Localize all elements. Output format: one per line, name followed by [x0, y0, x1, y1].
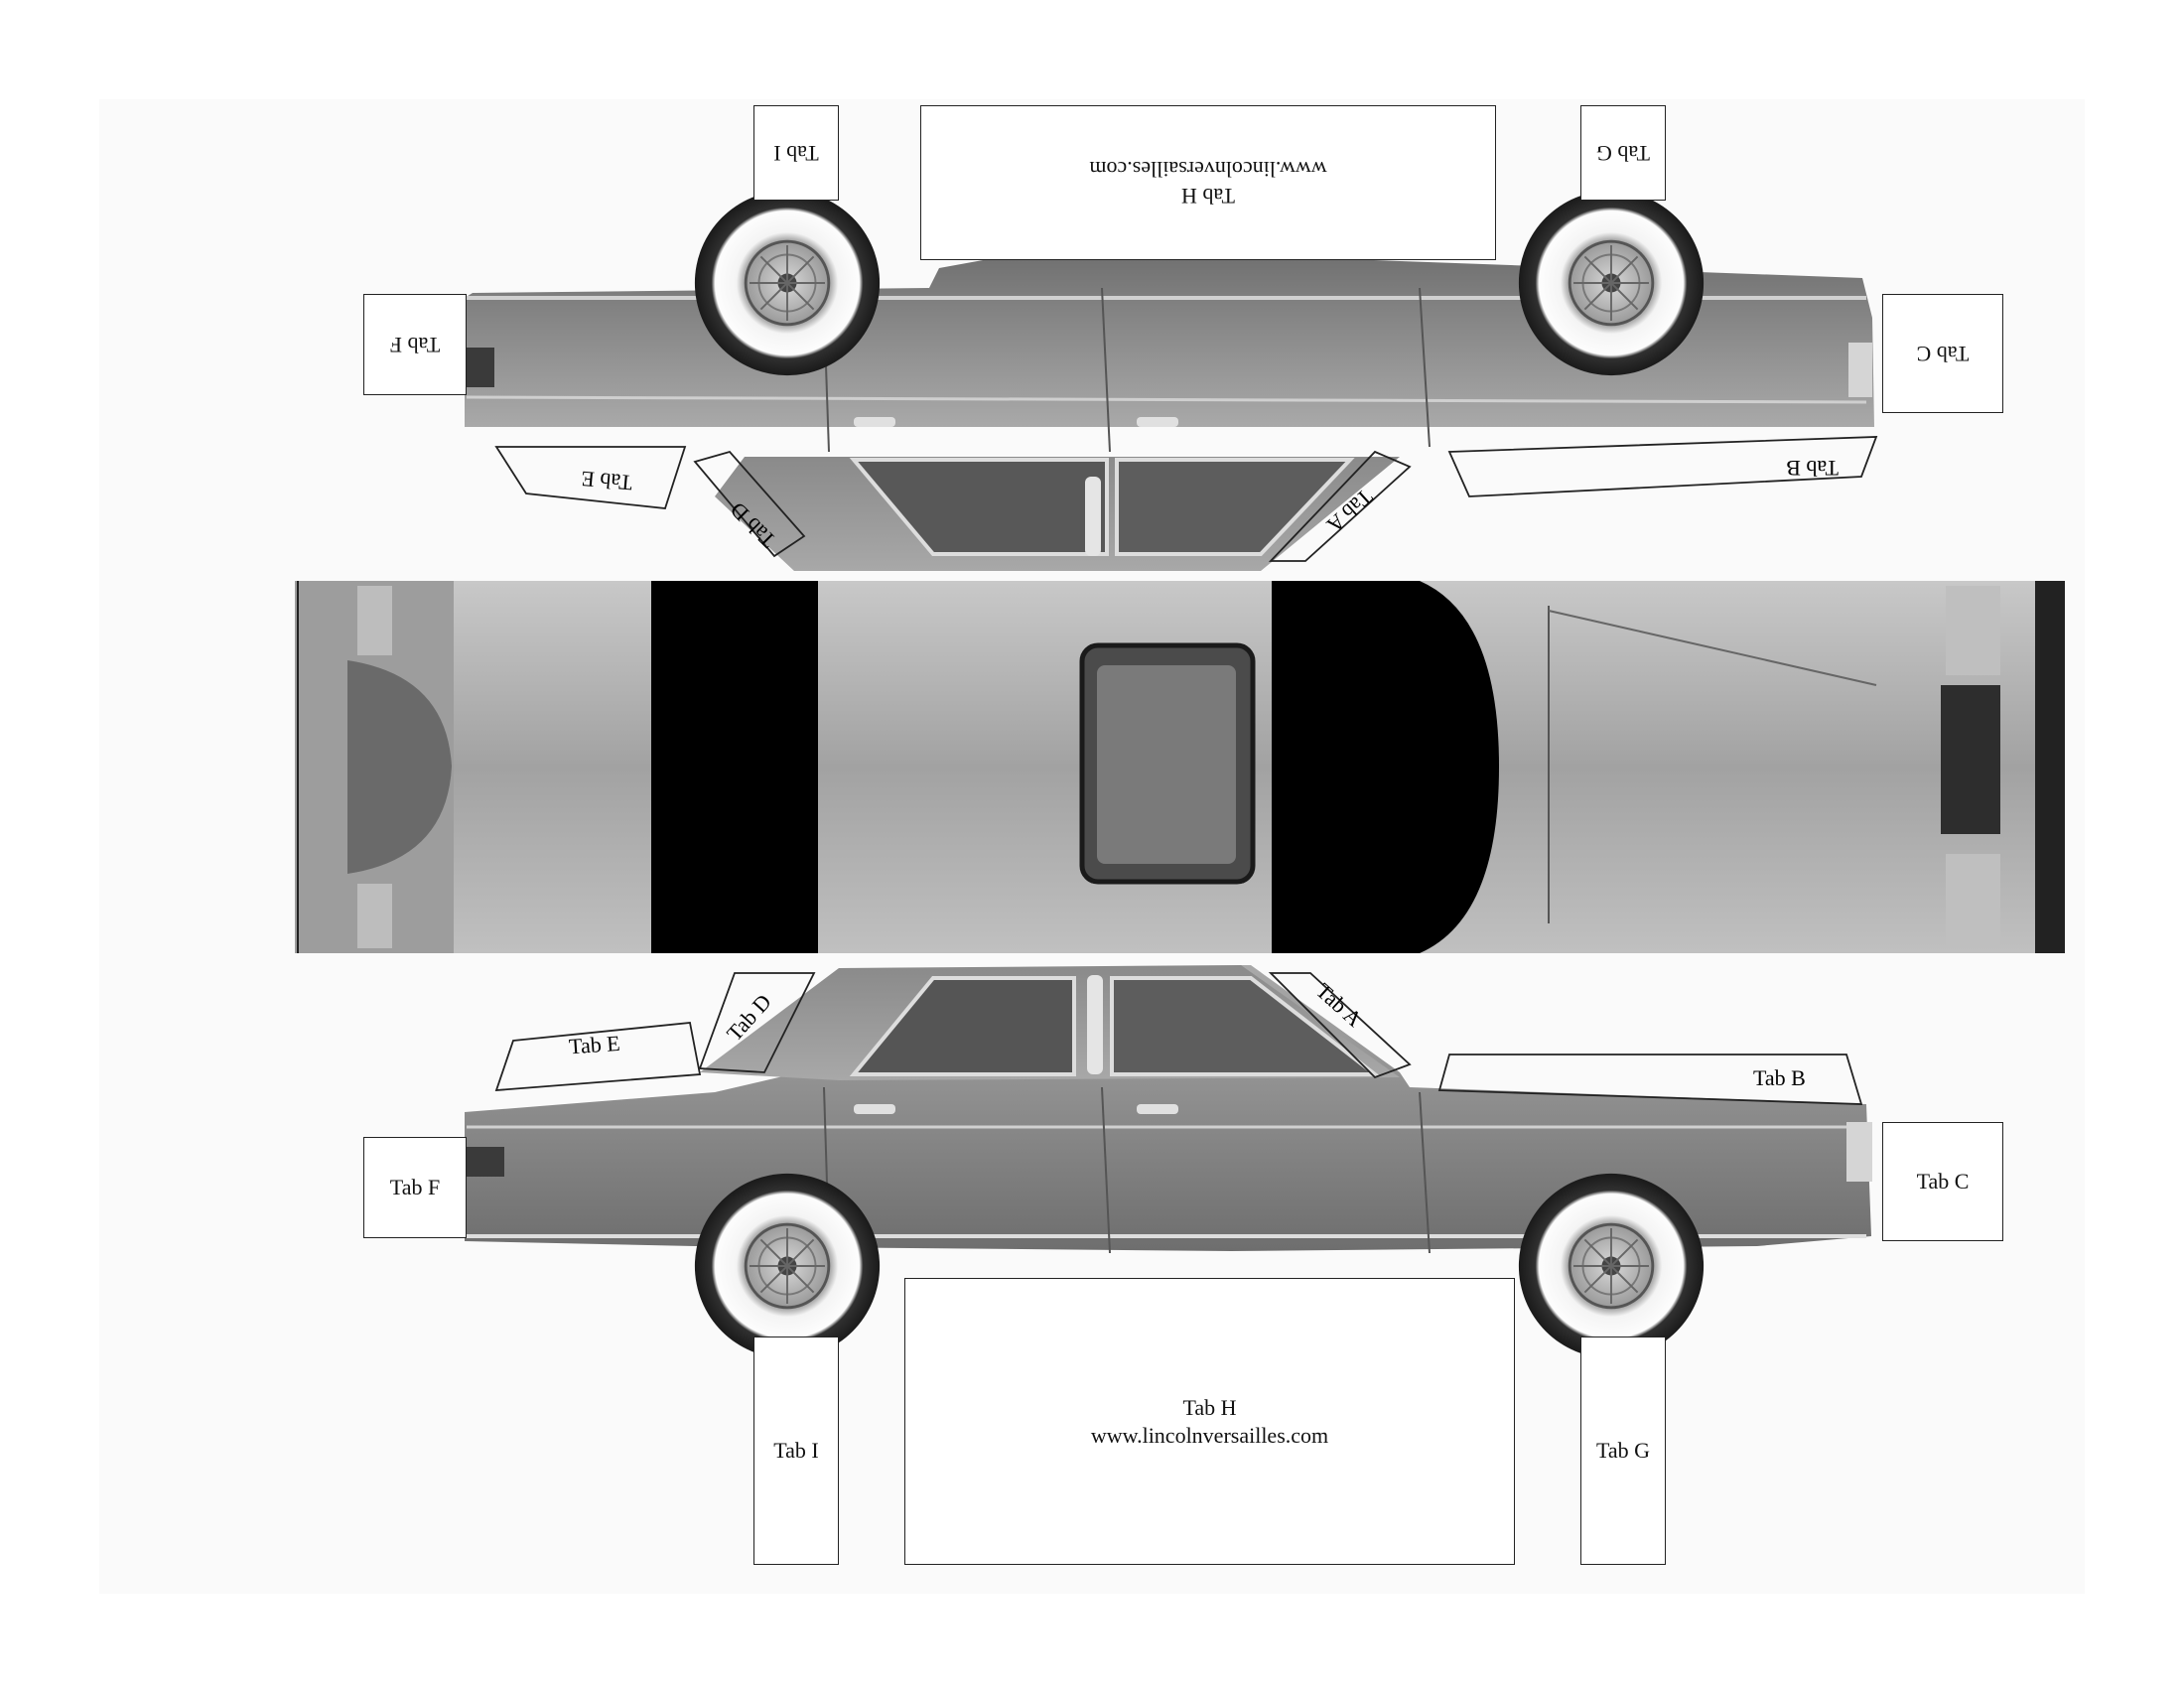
tab-g-upper: Tab G — [1580, 105, 1666, 201]
tab-c-upper-label: Tab C — [1916, 341, 1970, 366]
car-top-view — [295, 581, 2065, 953]
tab-h-lower-label: Tab H — [1182, 1395, 1237, 1420]
tab-h-lower: Tab H www.lincolnversailles.com — [904, 1278, 1515, 1565]
tab-c-lower-label: Tab C — [1916, 1169, 1970, 1195]
tab-f-lower: Tab F — [363, 1137, 467, 1238]
tab-f-upper: Tab F — [363, 294, 467, 395]
tab-i-lower: Tab I — [753, 1336, 839, 1565]
tab-h-upper-website: www.lincolnversailles.com — [1089, 157, 1327, 182]
angled-tab-outlines — [494, 436, 1878, 1105]
tab-f-upper-label: Tab F — [389, 332, 441, 357]
tab-b-lower-label: Tab B — [1753, 1065, 1806, 1090]
tab-c-upper: Tab C — [1882, 294, 2003, 413]
tab-g-upper-label: Tab G — [1595, 140, 1651, 166]
tab-g-lower: Tab G — [1580, 1336, 1666, 1565]
tab-h-upper-label: Tab H — [1180, 184, 1236, 210]
tab-i-upper-label: Tab I — [773, 140, 819, 166]
tab-e-lower-label: Tab E — [568, 1030, 621, 1059]
tab-h-upper: Tab H www.lincolnversailles.com — [920, 105, 1496, 260]
tab-i-lower-label: Tab I — [773, 1438, 819, 1464]
lower-car-side — [465, 965, 1872, 1360]
tab-c-lower: Tab C — [1882, 1122, 2003, 1241]
tab-h-lower-website: www.lincolnversailles.com — [1090, 1422, 1329, 1448]
tab-b-upper-label: Tab B — [1786, 456, 1839, 481]
tab-f-lower-label: Tab F — [389, 1175, 441, 1200]
whitewall-wheel-icon — [693, 189, 882, 377]
tab-i-upper: Tab I — [753, 105, 839, 201]
upper-car-side-mirrored — [465, 189, 1874, 571]
tab-g-lower-label: Tab G — [1595, 1438, 1651, 1464]
